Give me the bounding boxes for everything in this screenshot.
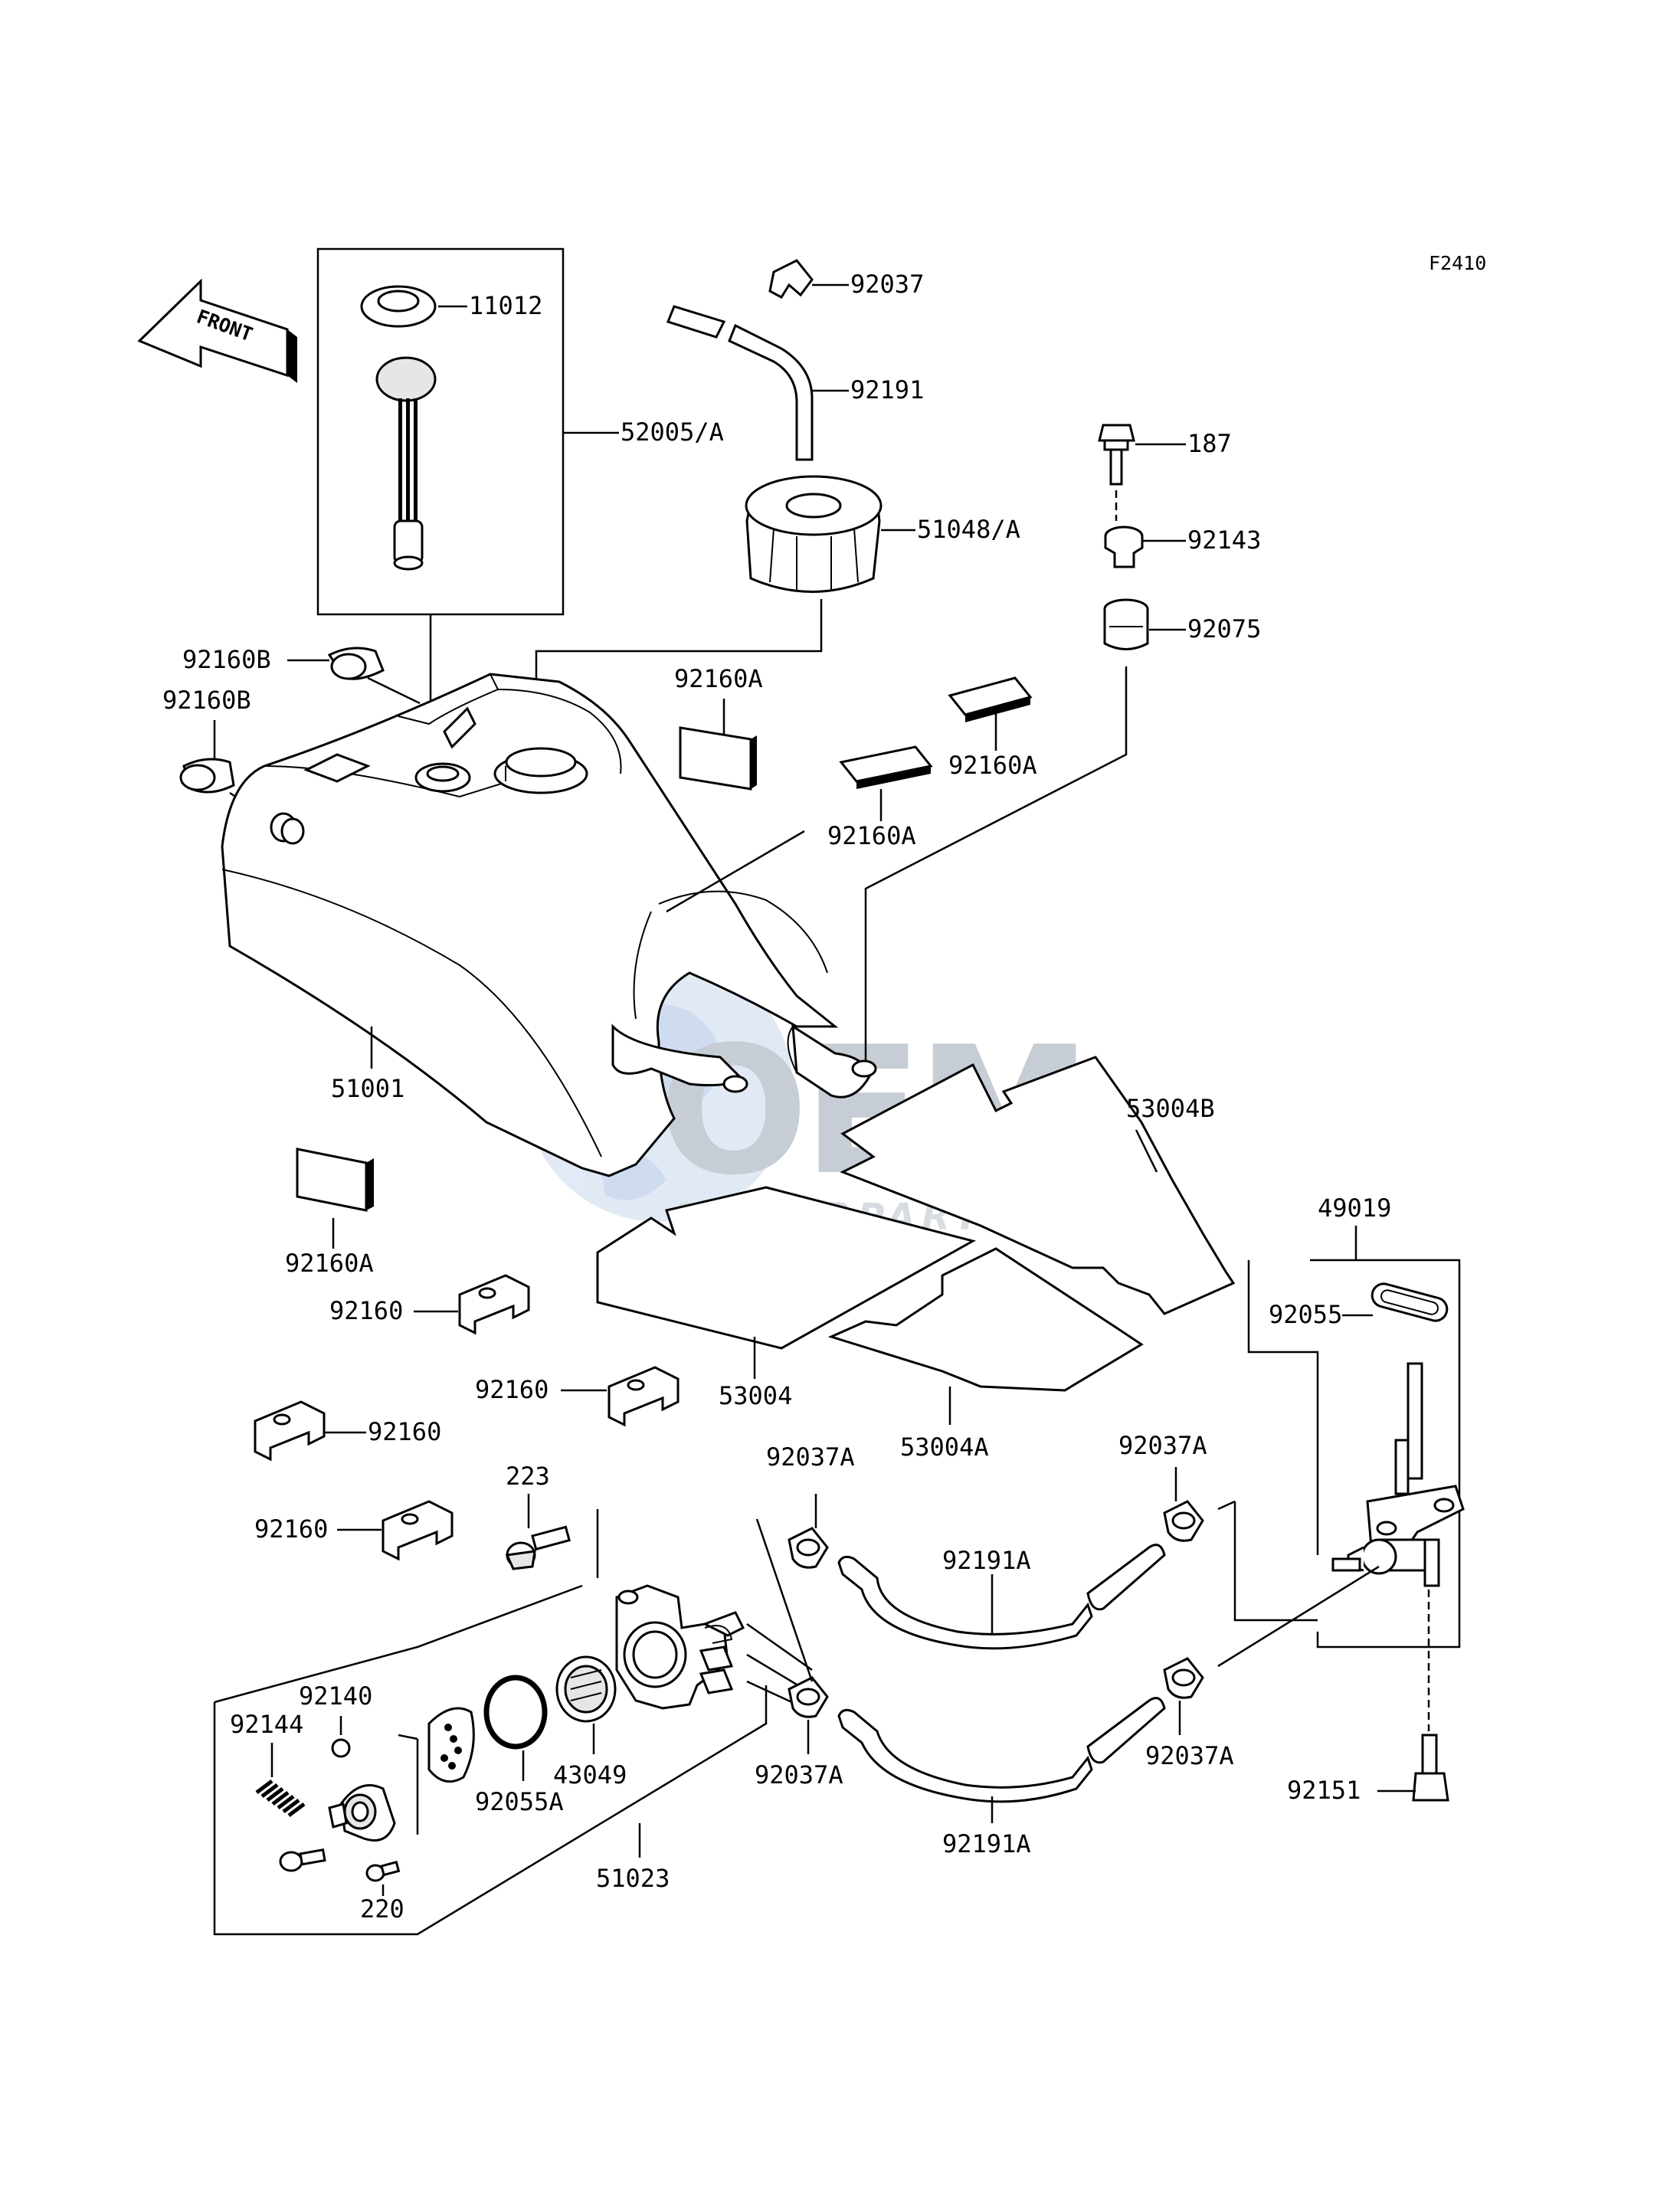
clip-92160-1 <box>458 1274 530 1335</box>
pad-92160A-4 <box>296 1148 374 1212</box>
ball-92140 <box>331 1738 351 1758</box>
label-223: 223 <box>506 1462 550 1491</box>
clamp-92037A-3 <box>788 1676 829 1718</box>
fuel-cap-51048A <box>745 475 883 593</box>
fuel-filter-group-box <box>213 1685 768 1936</box>
pad-92160A-2 <box>839 745 933 789</box>
label-52005A: 52005/A <box>621 417 724 447</box>
clip-92160-3 <box>254 1400 326 1462</box>
label-92037: 92037 <box>850 270 924 299</box>
label-49019: 49019 <box>1318 1193 1391 1223</box>
label-92160-4: 92160 <box>254 1514 328 1544</box>
label-51001: 51001 <box>331 1074 404 1103</box>
label-92160B-2: 92160B <box>162 686 251 715</box>
label-92140: 92140 <box>299 1681 372 1711</box>
label-92037A-4: 92037A <box>1145 1741 1234 1770</box>
fuel-tank-51001 <box>221 673 877 1177</box>
collar-92143 <box>1104 526 1144 568</box>
spring-92144 <box>255 1780 306 1817</box>
filter-43049 <box>555 1655 617 1723</box>
damper-92160B-lower <box>179 758 235 794</box>
screw-92151 <box>1412 1590 1449 1802</box>
label-51023: 51023 <box>596 1864 670 1893</box>
label-53004: 53004 <box>719 1381 792 1410</box>
label-53004A: 53004A <box>900 1432 989 1462</box>
label-51048A: 51048/A <box>917 515 1020 544</box>
cover-53004B <box>840 1056 1236 1315</box>
label-92191A-1: 92191A <box>942 1546 1031 1575</box>
label-220: 220 <box>360 1894 404 1924</box>
label-43049: 43049 <box>553 1760 627 1789</box>
fuel-cock-49019 <box>1331 1362 1465 1587</box>
label-92037A-2: 92037A <box>1118 1431 1207 1460</box>
label-92191: 92191 <box>850 375 924 404</box>
label-92037A-1: 92037A <box>766 1442 855 1472</box>
label-187: 187 <box>1187 429 1232 458</box>
damper-92075 <box>1103 598 1149 650</box>
label-92144: 92144 <box>230 1710 303 1739</box>
clamp-92037A-4 <box>1163 1657 1204 1699</box>
clamp-92037A-2 <box>1163 1500 1204 1542</box>
clamp-92037A-1 <box>788 1527 829 1569</box>
fuel-gauge-group-box <box>316 247 565 616</box>
fuel-hose-92191A-lower <box>837 1697 1166 1803</box>
o-ring-92055A <box>483 1675 548 1750</box>
label-92160A-2: 92160A <box>827 821 916 850</box>
label-92160A-3: 92160A <box>948 751 1037 780</box>
screw-220-a <box>279 1848 326 1872</box>
filter-plate <box>427 1707 475 1783</box>
label-92160B-1: 92160B <box>182 645 271 674</box>
clip-92037 <box>768 259 814 299</box>
label-92160-1: 92160 <box>329 1296 403 1325</box>
pad-92160A-1 <box>679 726 757 791</box>
label-92143: 92143 <box>1187 526 1261 555</box>
label-92037A-3: 92037A <box>755 1760 843 1789</box>
cover-53004 <box>596 1186 976 1350</box>
bolt-223 <box>505 1525 571 1570</box>
cover-53004A <box>827 1247 1144 1392</box>
filter-housing-51023 <box>615 1584 745 1710</box>
breather-hose-92191 <box>666 305 814 461</box>
clip-92160-4 <box>382 1500 454 1561</box>
label-92160-3: 92160 <box>368 1417 441 1446</box>
bolt-187 <box>1098 424 1135 486</box>
gasket-92055 <box>1371 1282 1449 1322</box>
label-92191A-2: 92191A <box>942 1829 1031 1858</box>
label-92055: 92055 <box>1269 1300 1342 1329</box>
label-92160-2: 92160 <box>475 1375 549 1404</box>
clip-92160-2 <box>607 1366 680 1427</box>
fuel-gauge-sender <box>375 356 437 571</box>
label-92055A: 92055A <box>475 1787 564 1816</box>
pad-92160A-3 <box>948 676 1033 722</box>
diagram-code: F2410 <box>1429 252 1486 274</box>
label-92160A-1: 92160A <box>674 664 763 693</box>
screw-220-b <box>365 1860 401 1882</box>
label-92160A-4: 92160A <box>285 1249 374 1278</box>
label-11012: 11012 <box>469 291 542 320</box>
lever-knob <box>328 1784 396 1842</box>
grommet-11012 <box>360 285 437 328</box>
label-92151: 92151 <box>1287 1776 1361 1805</box>
fuel-hose-92191A-upper <box>837 1544 1166 1650</box>
fuel-cock-group-box <box>1310 1259 1461 1649</box>
label-53004B: 53004B <box>1126 1094 1215 1123</box>
label-92075: 92075 <box>1187 614 1261 643</box>
front-arrow-icon: FRONT <box>137 278 297 383</box>
damper-92160B-upper <box>327 647 385 680</box>
